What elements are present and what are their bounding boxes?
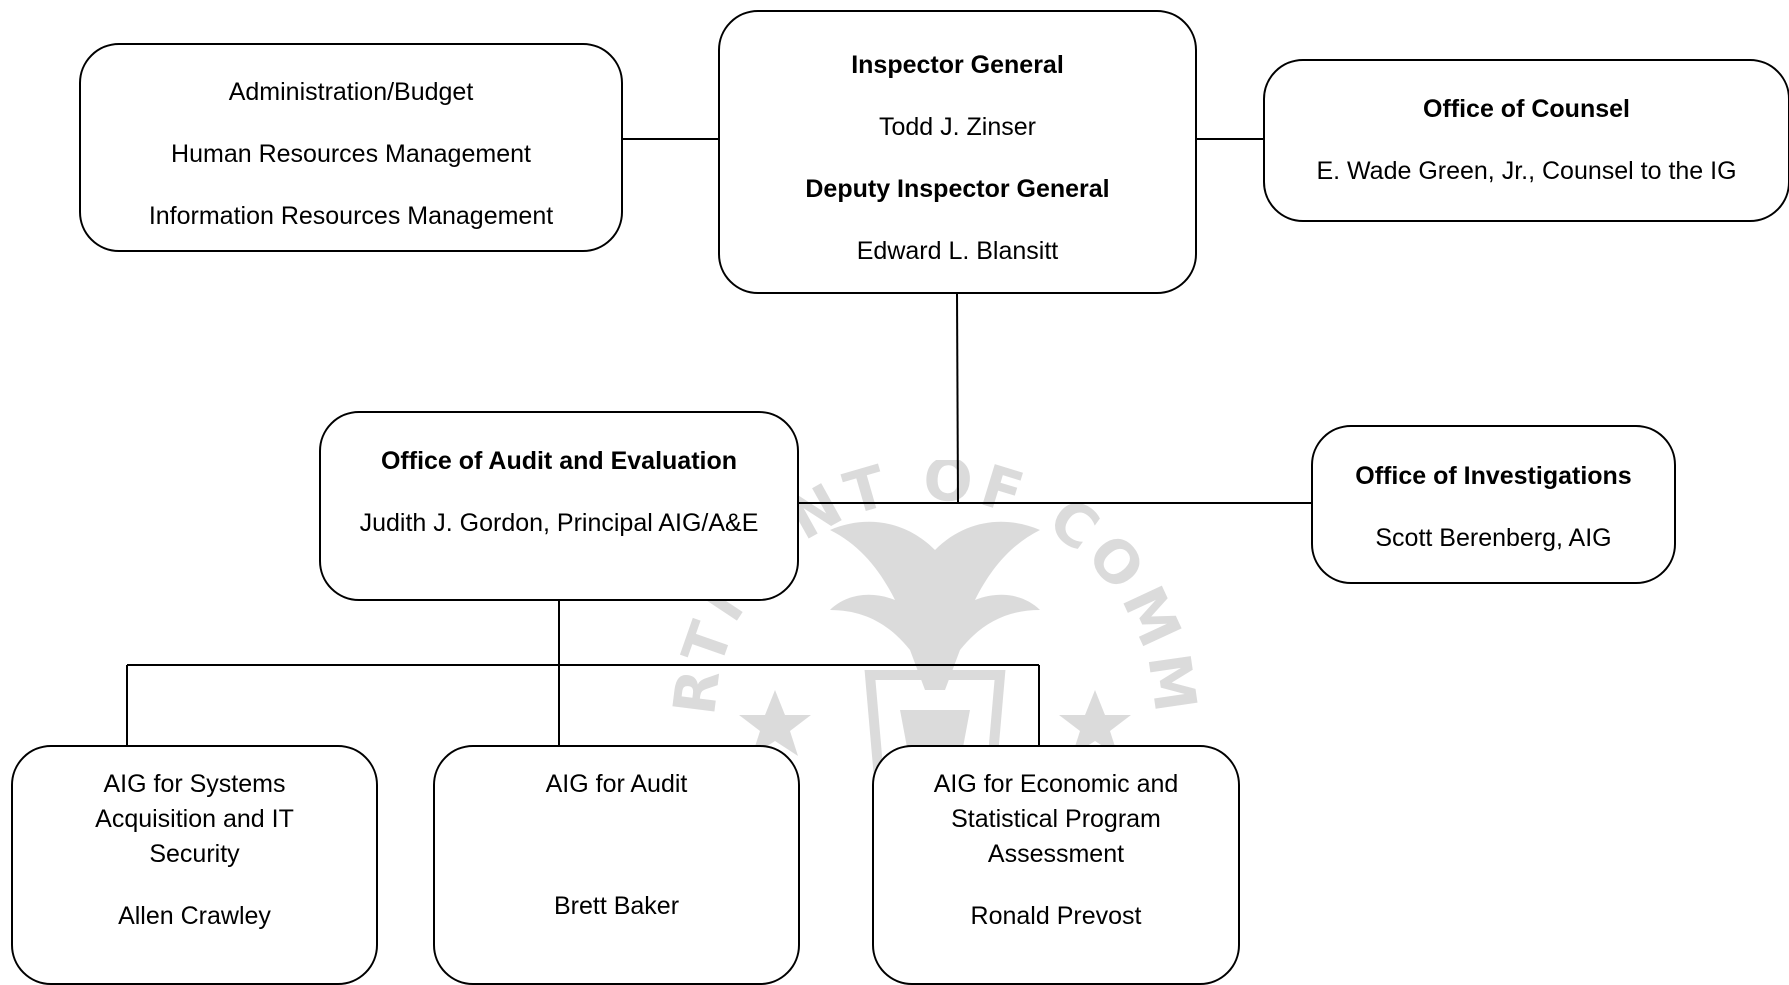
aig-economic-title-line-2: Statistical Program: [951, 805, 1161, 833]
office-of-investigations-box: Office of Investigations Scott Berenberg…: [1311, 425, 1676, 584]
aig-audit-title: AIG for Audit: [545, 770, 688, 798]
inspector-general-name: Todd J. Zinser: [878, 113, 1036, 141]
office-of-investigations-title: Office of Investigations: [1355, 462, 1632, 490]
information-resources-label: Information Resources Management: [148, 202, 554, 230]
connector-ig-trunk: [956, 292, 959, 504]
office-of-investigations-name: Scott Berenberg, AIG: [1375, 524, 1612, 552]
office-of-audit-evaluation-title: Office of Audit and Evaluation: [380, 447, 738, 475]
office-of-counsel-name: E. Wade Green, Jr., Counsel to the IG: [1316, 157, 1737, 185]
aig-systems-name: Allen Crawley: [118, 902, 271, 930]
aig-systems-title-line-2: Acquisition and IT: [95, 805, 294, 833]
administration-budget-label: Administration/Budget: [228, 78, 474, 106]
inspector-general-box: Inspector General Todd J. Zinser Deputy …: [718, 10, 1197, 294]
deputy-inspector-general-title: Deputy Inspector General: [805, 175, 1110, 203]
aig-economic-title-line-3: Assessment: [987, 840, 1125, 868]
aig-audit-box: AIG for Audit Brett Baker: [433, 745, 800, 985]
office-of-counsel-title: Office of Counsel: [1423, 95, 1630, 123]
deputy-inspector-general-name: Edward L. Blansitt: [856, 237, 1059, 265]
aig-audit-name: Brett Baker: [553, 892, 680, 920]
office-of-audit-evaluation-box: Office of Audit and Evaluation Judith J.…: [319, 411, 799, 601]
aig-economic-title-line-1: AIG for Economic and: [933, 770, 1179, 798]
administration-box: Administration/Budget Human Resources Ma…: [79, 43, 623, 252]
aig-systems-title-line-3: Security: [149, 840, 240, 868]
aig-economic-name: Ronald Prevost: [970, 902, 1142, 930]
aig-systems-title-line-1: AIG for Systems: [103, 770, 286, 798]
human-resources-label: Human Resources Management: [171, 140, 531, 168]
inspector-general-title: Inspector General: [851, 51, 1064, 79]
aig-economic-box: AIG for Economic and Statistical Program…: [872, 745, 1240, 985]
aig-systems-box: AIG for Systems Acquisition and IT Secur…: [11, 745, 378, 985]
office-of-counsel-box: Office of Counsel E. Wade Green, Jr., Co…: [1263, 59, 1789, 222]
office-of-audit-evaluation-name: Judith J. Gordon, Principal AIG/A&E: [359, 509, 759, 537]
